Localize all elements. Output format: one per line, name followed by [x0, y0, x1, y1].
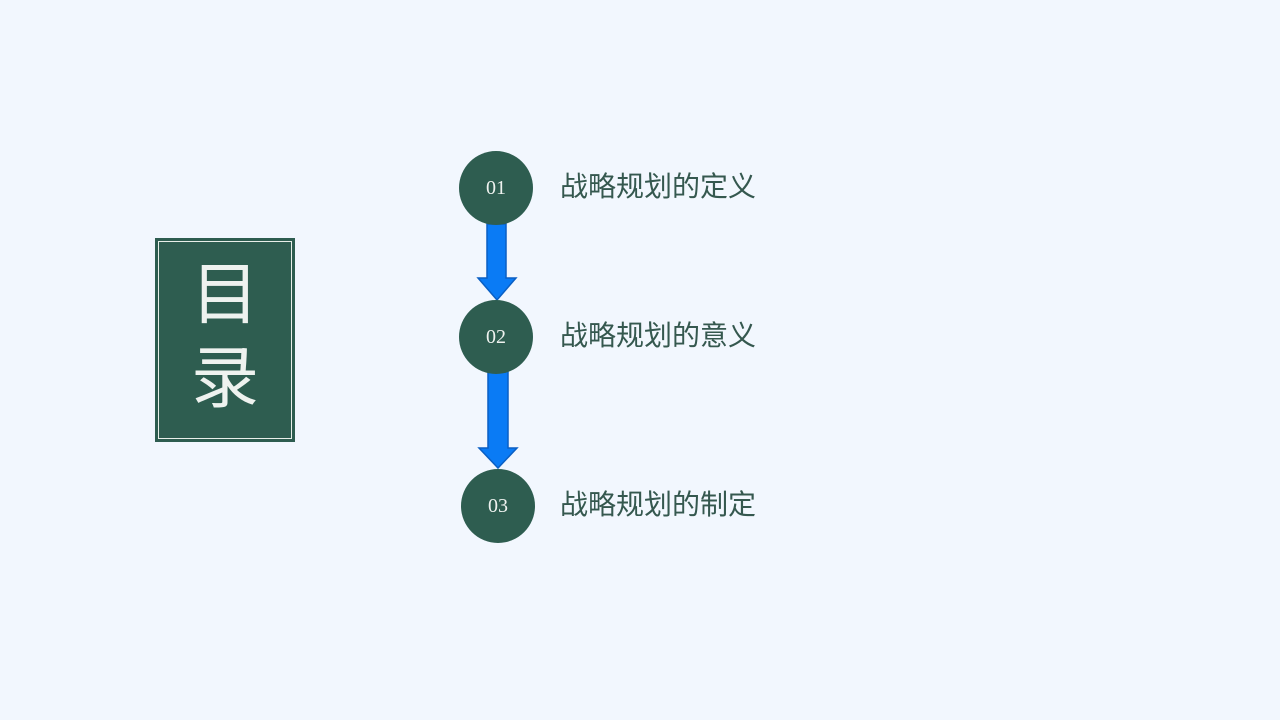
toc-title-char-1: 目 — [190, 256, 259, 335]
toc-item-label[interactable]: 战略规划的意义 — [560, 319, 757, 352]
arrow-down-icon — [476, 223, 518, 302]
toc-title-border — [158, 241, 292, 439]
toc-item-label[interactable]: 战略规划的制定 — [560, 488, 757, 521]
toc-title-box: 目 录 — [155, 238, 295, 442]
toc-title-char-2: 录 — [190, 340, 259, 419]
item-number-circle: 01 — [459, 151, 533, 225]
item-number-circle: 03 — [461, 469, 535, 543]
item-number-circle: 02 — [459, 300, 533, 374]
toc-item-label[interactable]: 战略规划的定义 — [560, 170, 757, 203]
arrow-down-icon — [477, 369, 519, 470]
